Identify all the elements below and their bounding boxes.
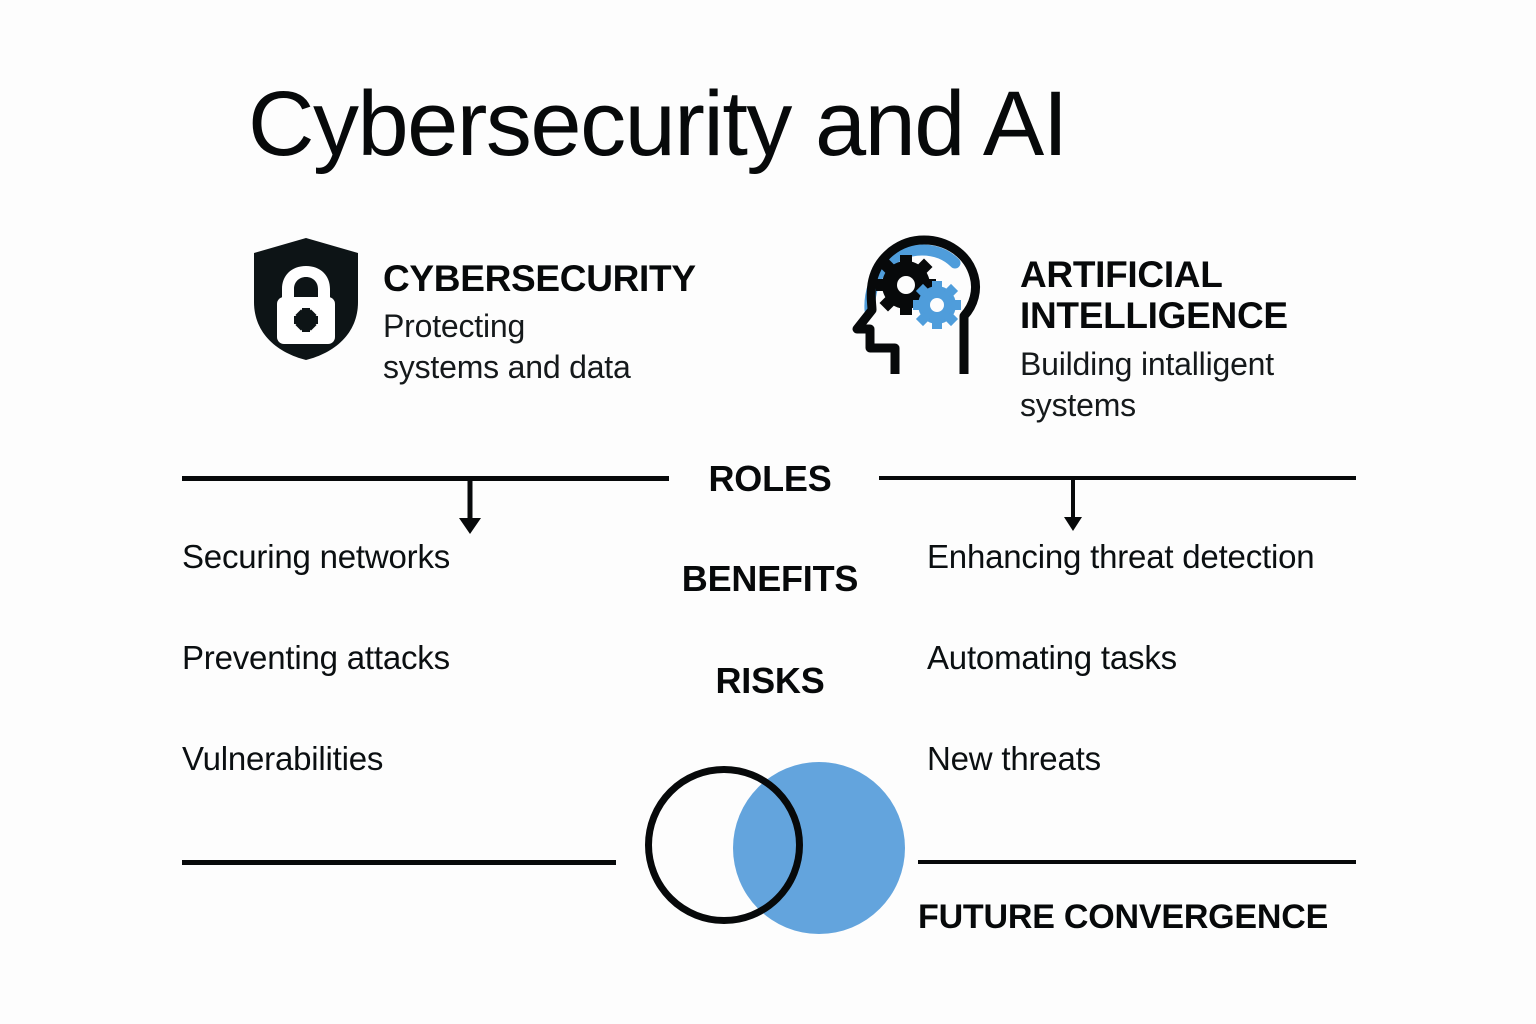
pillar-cybersecurity-subtitle: Protecting systems and data: [383, 308, 631, 386]
shield-lock-icon: [250, 236, 362, 367]
divider-rule-left-bottom: [182, 860, 616, 865]
list-item: Preventing attacks: [182, 639, 450, 676]
pillar-cybersecurity-text: CYBERSECURITY Protecting systems and dat…: [383, 258, 696, 388]
center-label-risks: RISKS: [715, 660, 825, 701]
arrow-head: [459, 518, 481, 534]
arrow-shaft: [1071, 480, 1075, 519]
column-cybersecurity-items: Securing networks Preventing attacks Vul…: [182, 540, 652, 843]
down-arrow-icon-left: [458, 480, 482, 534]
arrow-head: [1064, 517, 1082, 531]
future-convergence-label: FUTURE CONVERGENCE: [918, 898, 1329, 936]
venn-circle-cybersecurity: [645, 766, 803, 924]
list-item: New threats: [927, 740, 1101, 777]
divider-rule-left-top: [182, 476, 669, 481]
column-ai-items: Enhancing threat detection Automating ta…: [927, 540, 1427, 843]
venn-diagram: [645, 762, 905, 944]
pillar-artificial-intelligence-text: ARTIFICIAL INTELLIGENCE Building intalli…: [1020, 254, 1288, 426]
center-label-benefits: BENEFITS: [681, 558, 859, 599]
center-label-roles: ROLES: [708, 458, 832, 499]
arrow-shaft: [467, 480, 473, 520]
down-arrow-icon-right: [1062, 480, 1084, 532]
pillar-artificial-intelligence-subtitle: Building intalligent systems: [1020, 345, 1274, 423]
list-item: Enhancing threat detection: [927, 538, 1315, 575]
pillar-cybersecurity-heading: CYBERSECURITY: [383, 258, 696, 299]
divider-rule-right-top: [879, 476, 1356, 480]
list-item: Securing networks: [182, 538, 451, 575]
divider-rule-right-bottom: [918, 860, 1356, 864]
list-item: Vulnerabilities: [182, 740, 384, 777]
head-gears-ai-icon: [848, 232, 988, 379]
page-title: Cybersecurity and AI: [248, 73, 1068, 175]
list-item: Automating tasks: [927, 639, 1177, 676]
pillar-artificial-intelligence-heading: ARTIFICIAL INTELLIGENCE: [1020, 254, 1288, 337]
